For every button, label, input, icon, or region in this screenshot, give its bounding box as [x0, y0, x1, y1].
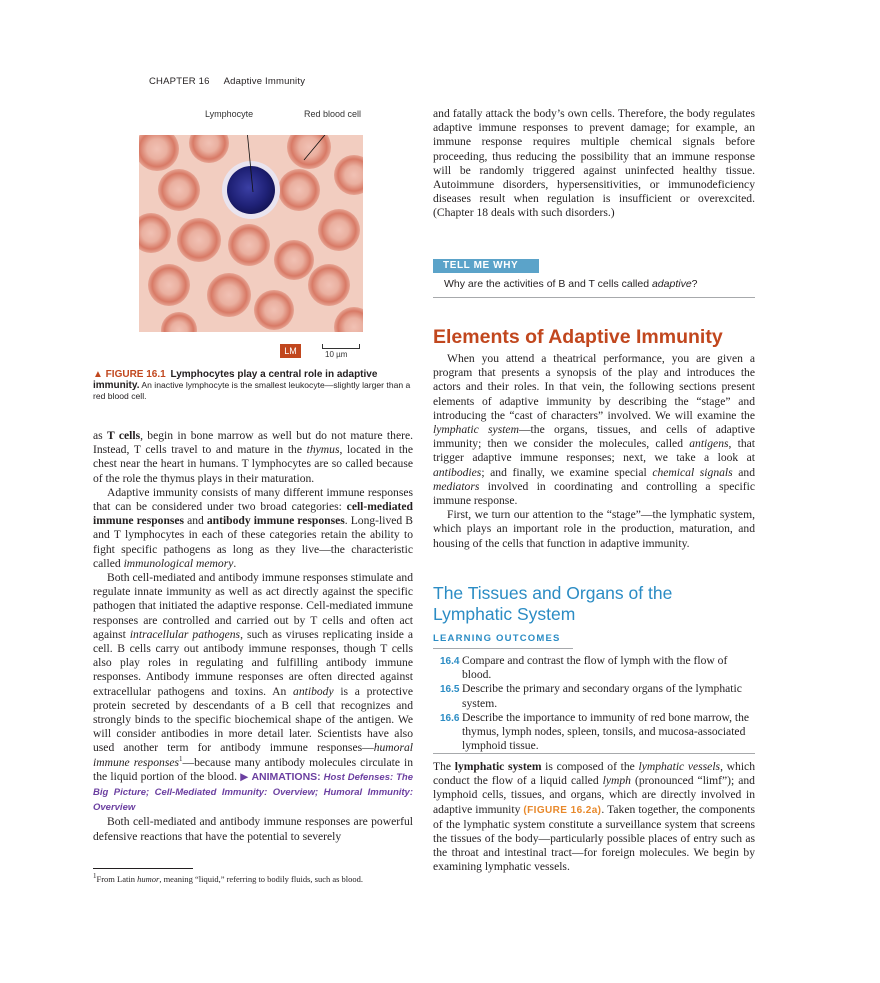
paragraph: Both cell-mediated and antibody immune r…: [93, 815, 413, 843]
paragraph: Both cell-mediated and antibody immune r…: [93, 571, 413, 814]
subsection-heading: The Tissues and Organs of the Lymphatic …: [433, 583, 673, 624]
section-heading: Elements of Adaptive Immunity: [433, 326, 723, 348]
divider: [433, 297, 755, 298]
paragraph: The lymphatic system is composed of the …: [433, 760, 755, 874]
running-header: CHAPTER 16 Adaptive Immunity: [149, 76, 305, 87]
tell-me-why-question: Why are the activities of B and T cells …: [444, 278, 698, 290]
animations-link[interactable]: ▶ ANIMATIONS: Host Defenses: The Big Pic…: [93, 770, 413, 814]
footnote: 1From Latin humor, meaning “liquid,” ref…: [93, 872, 364, 884]
chapter-title: Adaptive Immunity: [223, 76, 306, 87]
caption-title: Lymphocytes play a central role in adapt…: [93, 369, 378, 391]
left-column: as T cells, begin in bone marrow as well…: [93, 429, 413, 844]
footnote-rule: [93, 868, 193, 869]
paragraph: First, we turn our attention to the “sta…: [433, 508, 755, 550]
paragraph: Adaptive immunity consists of many diffe…: [93, 485, 413, 570]
paragraph: as T cells, begin in bone marrow as well…: [93, 429, 413, 485]
figure-number: ▲ FIGURE 16.1: [93, 369, 166, 380]
figure-caption: ▲ FIGURE 16.1 Lymphocytes play a central…: [93, 369, 418, 402]
right-column-bottom: The lymphatic system is composed of the …: [433, 760, 755, 875]
scale-bar: [322, 344, 360, 349]
paragraph: and fatally attack the body’s own cells.…: [433, 107, 755, 220]
divider: [433, 753, 755, 754]
paragraph: When you attend a theatrical performance…: [433, 352, 755, 508]
right-column-middle: When you attend a theatrical performance…: [433, 352, 755, 551]
figure-reference-link[interactable]: (FIGURE 16.2a): [523, 804, 602, 816]
chapter-number: CHAPTER 16: [149, 76, 210, 87]
tell-me-why-label: TELL ME WHY: [433, 259, 539, 273]
learning-outcomes-heading: LEARNING OUTCOMES: [433, 633, 561, 644]
caption-text: An inactive lymphocyte is the smallest l…: [93, 380, 411, 401]
lm-badge: LM: [280, 344, 301, 358]
label-red-blood-cell: Red blood cell: [304, 109, 362, 119]
label-lymphocyte: Lymphocyte: [205, 109, 254, 119]
scale-label: 10 µm: [325, 350, 348, 359]
divider: [433, 648, 573, 649]
right-column-top: and fatally attack the body’s own cells.…: [433, 107, 755, 221]
micrograph-image: [139, 135, 363, 332]
